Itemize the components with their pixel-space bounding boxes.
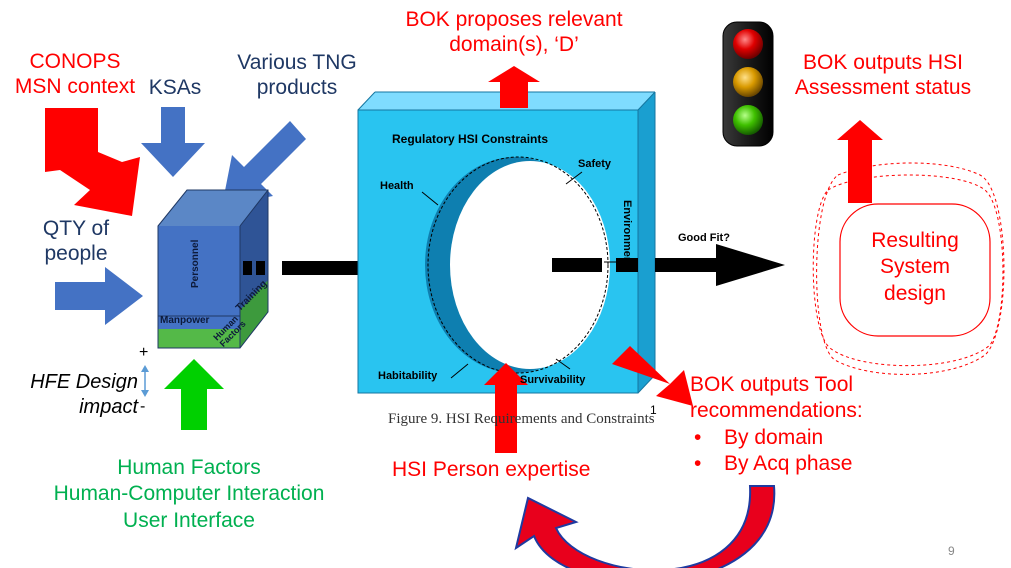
green-up-arrow [164,359,224,430]
hfe-plus: + [139,344,149,361]
curved-red-arrow [514,485,776,568]
hsi-figure [357,91,785,394]
bok-domain-red-arrow [488,66,540,108]
figure-health: Health [380,180,414,192]
traffic-light-icon [722,21,774,147]
bok-tools-red-arrow [612,346,693,406]
figure-survivability: Survivability [520,374,586,386]
box-label-manpower: Manpower [160,315,210,326]
hsi-person-red-arrow [484,363,528,453]
ksas-blue-arrow [141,107,205,177]
figure-safety: Safety [578,158,612,170]
hfe-updown-arrow [141,365,149,397]
figure-caption: Figure 9. HSI Requirements and Constrain… [388,411,655,427]
hfe-minus: - [140,398,146,415]
qty-blue-arrow [55,267,143,325]
hsi-person-label: HSI Person expertise [392,458,591,481]
bok-status-red-arrow [837,120,883,203]
ksas-label: KSAs [148,76,202,99]
figure-environment: Environment [621,200,633,268]
figure-habitability: Habitability [378,370,438,382]
resulting-design-shapes [812,162,1005,375]
bok-tools-item-domain: By domain [690,425,863,452]
bok-tools-label: BOK outputs Tool recommendations: By dom… [690,372,863,477]
tng-blue-arrow [222,121,306,206]
bok-tools-item-acq-phase: By Acq phase [690,451,863,478]
figure-good-fit: Good Fit? [678,232,730,244]
figure-marker: 1 [650,403,657,417]
box-label-personnel: Personnel [190,239,201,288]
conops-red-arrow [45,108,140,216]
figure-title: Regulatory HSI Constraints [392,132,549,146]
page-number: 9 [948,544,955,558]
hsi-domain-box [157,189,269,349]
